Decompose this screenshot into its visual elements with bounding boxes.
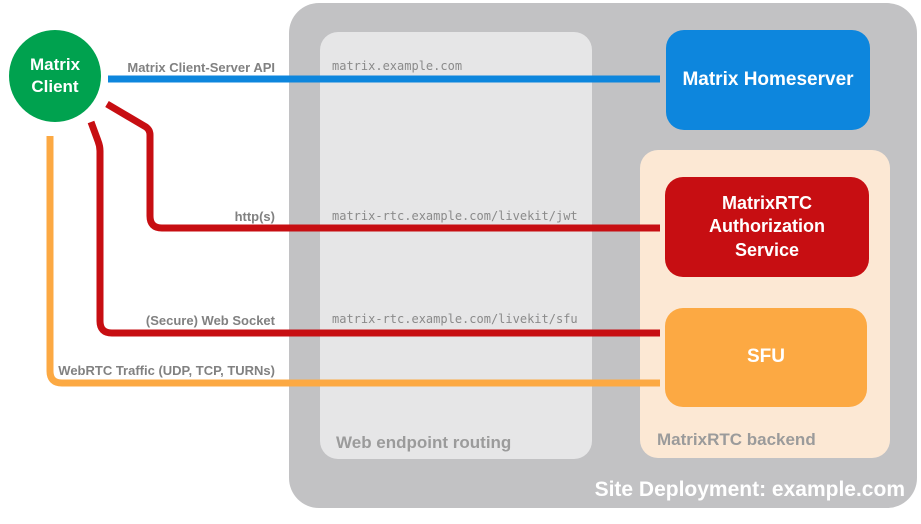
endpoint-url-livekit-sfu: matrix-rtc.example.com/livekit/sfu xyxy=(332,312,578,326)
routing-panel-label: Web endpoint routing xyxy=(336,433,512,452)
sfu-label: SFU xyxy=(747,346,785,368)
matrix-client-label: Matrix Client xyxy=(29,54,81,96)
matrixrtc-authorization-service-label: MatrixRTC Authorization Service xyxy=(709,193,825,260)
sfu-node: SFU xyxy=(665,308,867,407)
endpoint-url-livekit-jwt: matrix-rtc.example.com/livekit/jwt xyxy=(332,209,578,223)
arrow-label-webrtc-traffic: WebRTC Traffic (UDP, TCP, TURNs) xyxy=(58,363,275,378)
matrix-client-node: Matrix Client xyxy=(9,30,101,122)
site-deployment-container: Web endpoint routing MatrixRTC backend M… xyxy=(289,3,917,508)
endpoint-url-homeserver: matrix.example.com xyxy=(332,59,463,73)
arrow-label-secure-web-socket: (Secure) Web Socket xyxy=(145,313,275,328)
arrow-label-client-server-api: Matrix Client-Server API xyxy=(127,60,275,75)
web-endpoint-routing-panel: Web endpoint routing xyxy=(320,32,592,459)
backend-group-label: MatrixRTC backend xyxy=(657,430,816,449)
site-deployment-label: Site Deployment: example.com xyxy=(594,478,905,501)
matrixrtc-authorization-service-node: MatrixRTC Authorization Service xyxy=(665,177,869,277)
arrow-label-https: http(s) xyxy=(234,209,275,224)
matrix-homeserver-node: Matrix Homeserver xyxy=(666,30,870,130)
matrix-homeserver-label: Matrix Homeserver xyxy=(682,68,854,90)
